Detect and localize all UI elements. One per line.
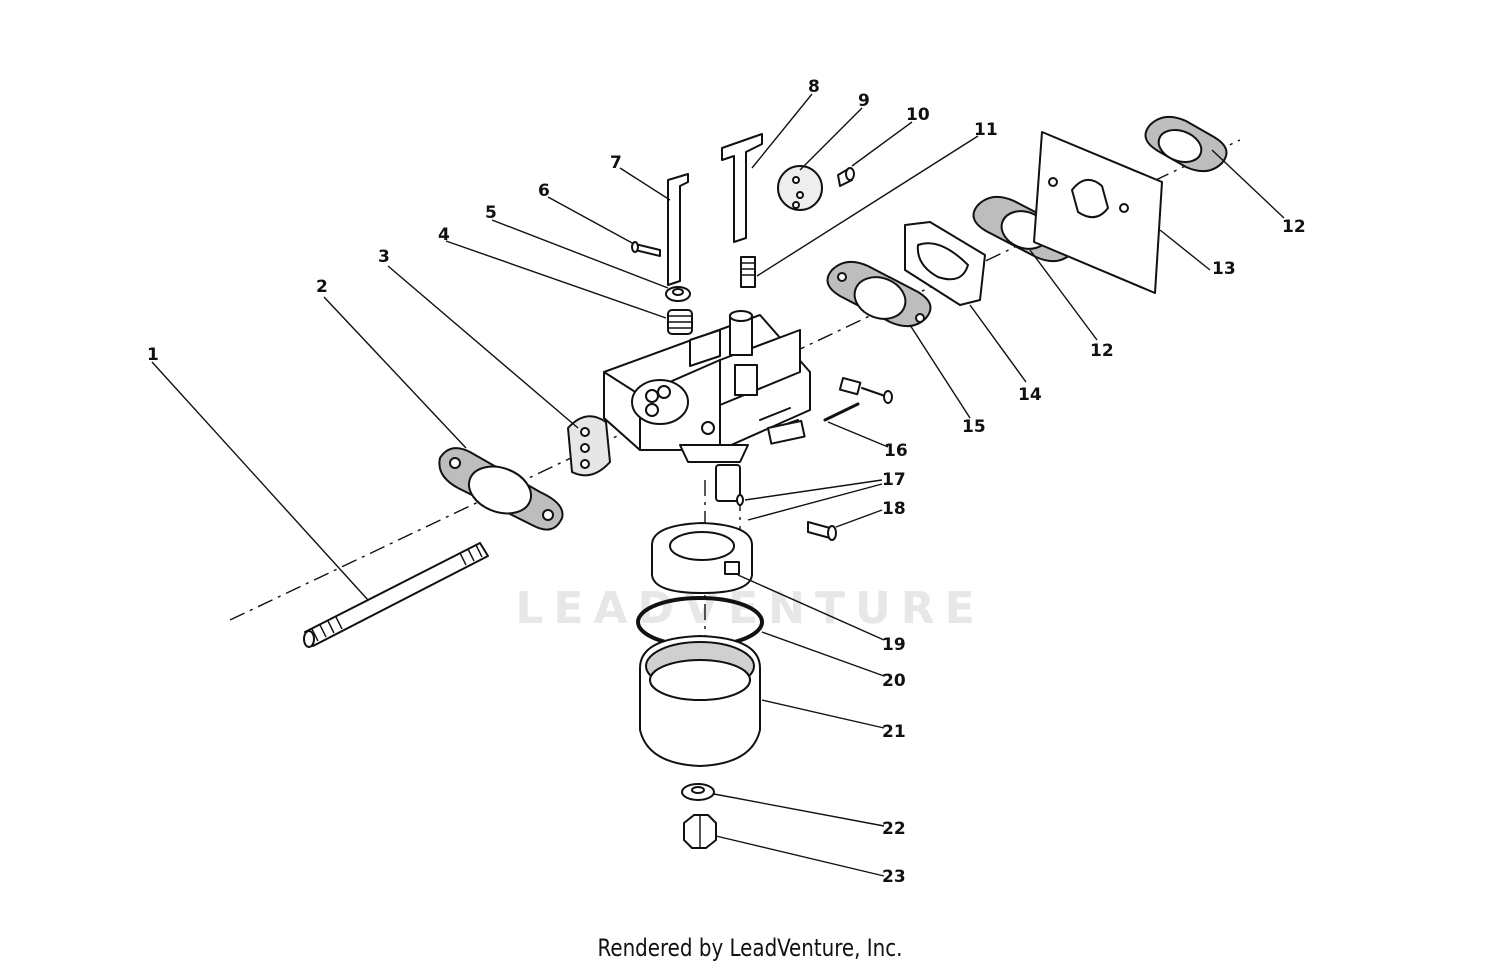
label-part-17: 17 <box>882 470 906 490</box>
part-labels: 1 2 3 4 5 6 7 8 9 10 11 12 13 12 14 15 1… <box>147 77 1306 887</box>
label-part-23: 23 <box>882 867 906 887</box>
label-part-9: 9 <box>858 91 870 111</box>
part-19-float <box>651 522 753 594</box>
label-part-2: 2 <box>316 277 328 297</box>
leader-lines <box>151 93 1285 877</box>
label-part-10: 10 <box>906 105 930 125</box>
label-part-12-right: 12 <box>1282 217 1306 237</box>
carburetor-body <box>603 310 811 463</box>
label-part-8: 8 <box>808 77 820 97</box>
part-18-screw <box>807 521 837 541</box>
part-11-idle-screw <box>740 256 756 288</box>
part-2-gasket <box>438 447 564 531</box>
part-23-bowl-bolt <box>683 814 717 849</box>
label-part-13: 13 <box>1212 259 1236 279</box>
part-3-throttle-plate <box>566 415 612 477</box>
part-5-washer <box>665 286 691 302</box>
part-14-spacer <box>904 221 986 306</box>
label-part-3: 3 <box>378 247 390 267</box>
part-15-gasket <box>826 260 932 328</box>
watermark-text: LEADVENTURE <box>515 583 984 634</box>
label-part-11: 11 <box>974 120 998 140</box>
part-8-throttle-lever <box>721 133 763 243</box>
label-part-21: 21 <box>882 722 906 742</box>
part-16-pin <box>823 377 893 422</box>
label-part-18: 18 <box>882 499 906 519</box>
part-4-spring <box>667 309 693 335</box>
part-17-needle-seat <box>715 464 744 506</box>
label-part-7: 7 <box>610 153 622 173</box>
part-9-choke-plate <box>777 165 823 211</box>
footer-credit: Rendered by LeadVenture, Inc. <box>597 934 903 962</box>
label-part-12-middle: 12 <box>1090 341 1114 361</box>
part-7-choke-lever <box>667 173 689 286</box>
label-part-6: 6 <box>538 181 550 201</box>
part-10-screw <box>837 167 855 187</box>
label-part-19: 19 <box>882 635 906 655</box>
label-part-15: 15 <box>962 417 986 437</box>
label-part-5: 5 <box>485 203 497 223</box>
label-part-16: 16 <box>884 441 908 461</box>
part-1-stud <box>303 542 489 648</box>
part-21-float-bowl <box>639 635 761 767</box>
part-13-plate <box>1033 131 1163 294</box>
label-part-22: 22 <box>882 819 906 839</box>
label-part-14: 14 <box>1018 385 1042 405</box>
part-12-gasket-right <box>1144 115 1228 173</box>
part-6-screw <box>631 241 661 257</box>
label-part-1: 1 <box>147 345 159 365</box>
label-part-20: 20 <box>882 671 906 691</box>
label-part-4: 4 <box>438 225 450 245</box>
part-22-washer <box>681 783 715 801</box>
